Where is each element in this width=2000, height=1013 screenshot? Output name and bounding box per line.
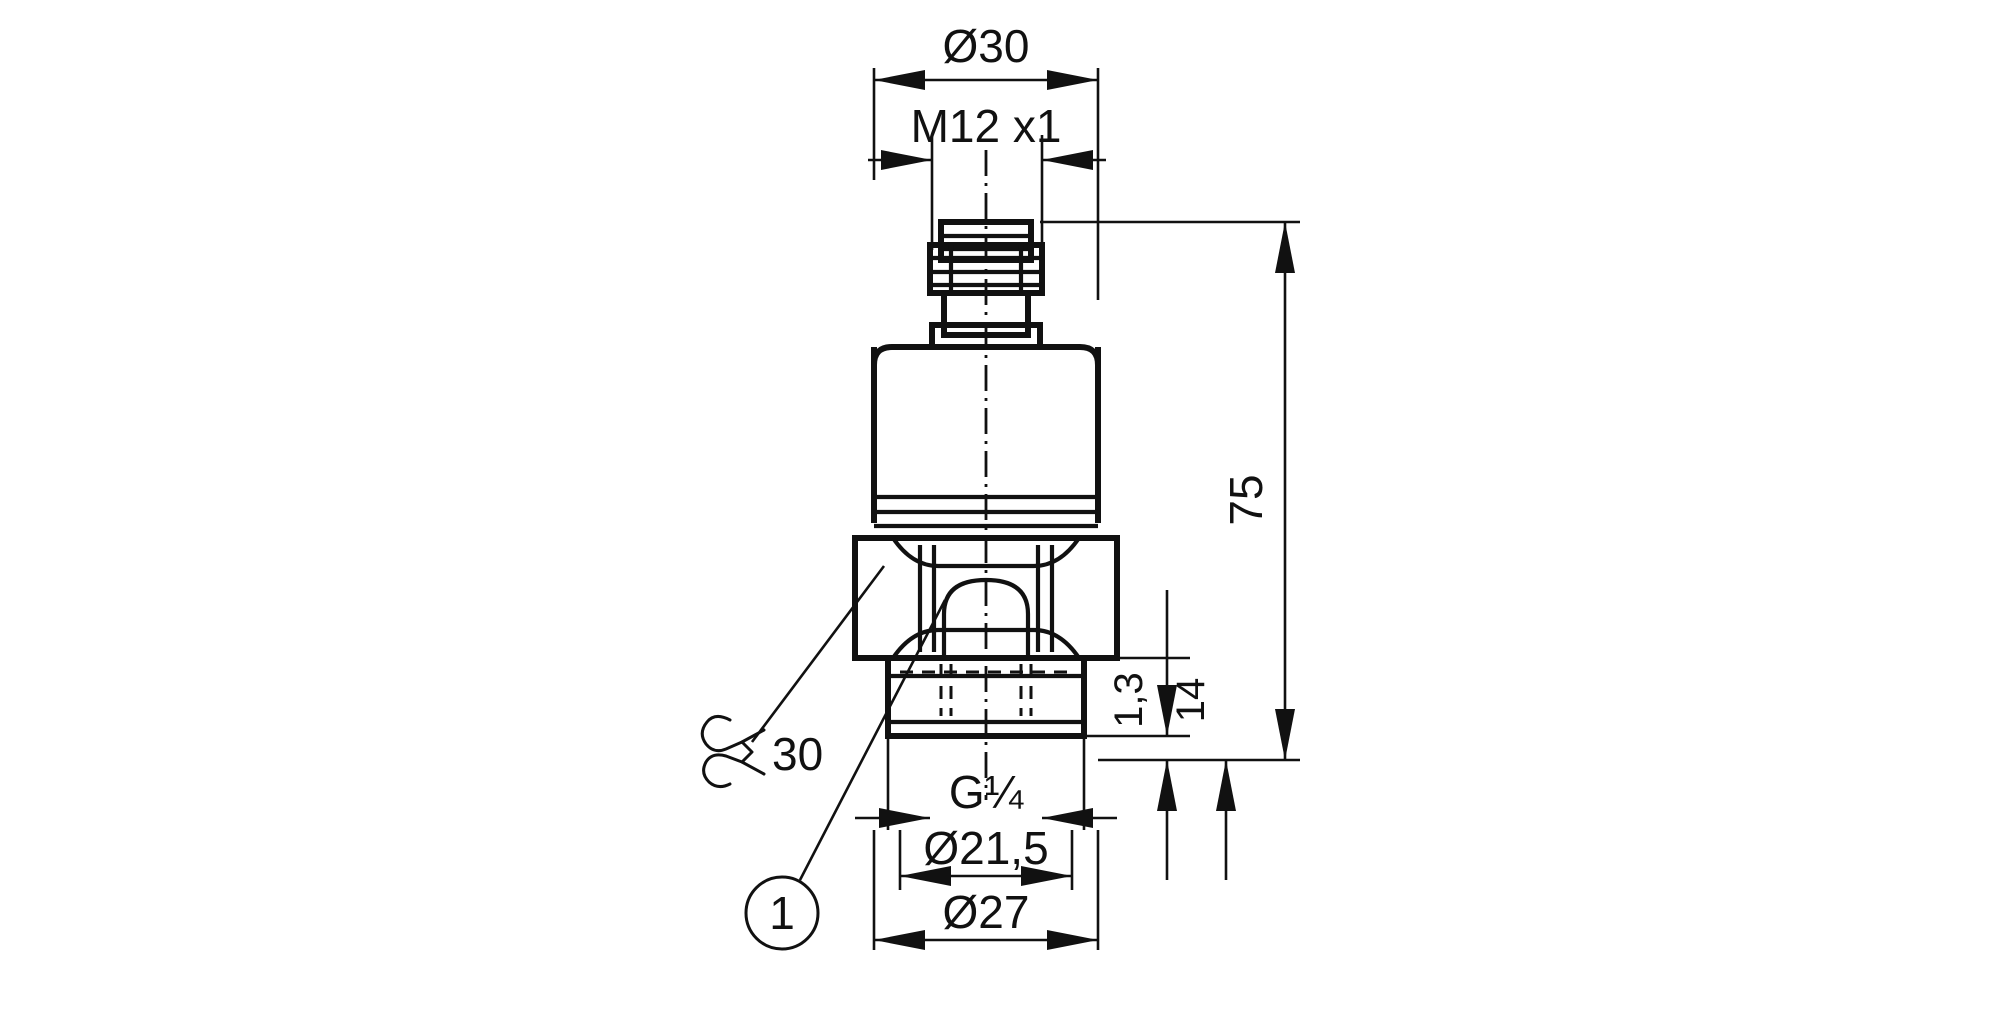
dimension-m12-thread: M12 x1: [868, 100, 1106, 250]
dimension-thread-diameter: Ø21,5: [898, 822, 1074, 890]
dimension-outer-diameter: Ø30: [872, 20, 1100, 300]
wrench-callout: 30: [700, 565, 886, 789]
label-m12x1: M12 x1: [911, 100, 1062, 152]
label-g14: G¼: [949, 766, 1024, 818]
label-dia215: Ø21,5: [923, 822, 1048, 874]
wrench-icon: [700, 715, 766, 789]
dimension-hex-diameter: Ø27: [872, 830, 1100, 950]
sensor-housing: [871, 344, 1101, 529]
label-dia30: Ø30: [943, 20, 1030, 72]
position-callout-1: 1: [744, 599, 947, 951]
label-pos-1: 1: [769, 887, 795, 939]
dimension-total-height: 75: [1040, 220, 1300, 762]
label-1-3: 1,3: [1107, 672, 1151, 728]
process-connection-g14: [885, 655, 1087, 739]
dimension-thread-length: 14: [1157, 678, 1236, 880]
label-14: 14: [1169, 678, 1213, 723]
label-wrench-30: 30: [772, 728, 823, 780]
dimension-process-thread: G¼: [855, 736, 1117, 830]
label-75: 75: [1220, 474, 1272, 525]
dimension-seal-thickness: 1,3: [1084, 590, 1190, 738]
label-dia27: Ø27: [943, 886, 1030, 938]
